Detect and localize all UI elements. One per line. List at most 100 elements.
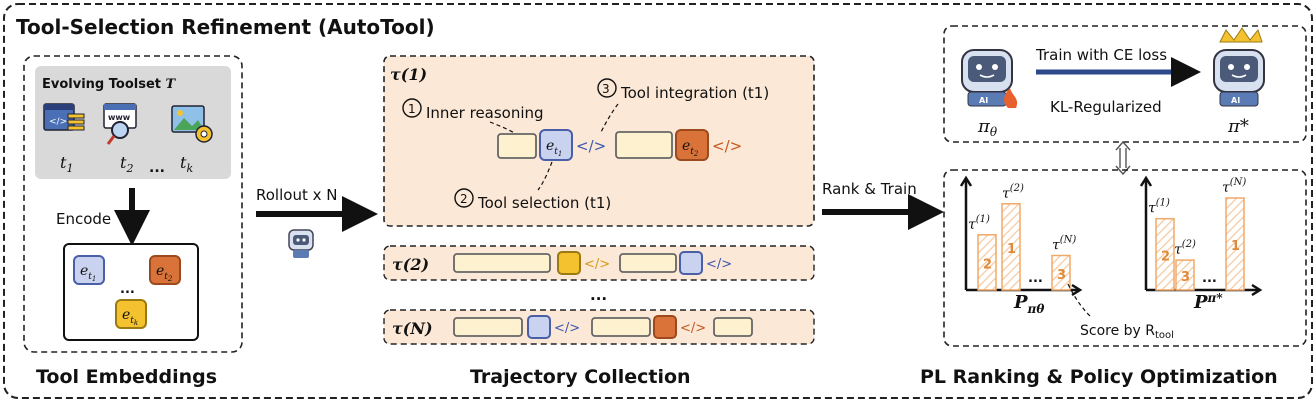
embedding-t1: et1: [73, 255, 105, 285]
embedding-tk: etk: [115, 299, 147, 329]
toolset-label: Evolving Toolset T: [42, 77, 177, 92]
outer-frame: [3, 3, 1313, 399]
policy-star: π*: [1227, 116, 1249, 137]
traj1-tag-1: </>: [576, 137, 606, 155]
tool-tk: tk: [180, 153, 193, 175]
chart1-axis-label: Pπθ: [1013, 292, 1044, 316]
svg-text:2: 2: [460, 192, 468, 206]
chart2-rank-3: 1: [1231, 239, 1240, 254]
svg-text:et2: et2: [156, 263, 173, 283]
step-1-connector: [489, 121, 517, 135]
score-label: Score by Rtool: [1080, 323, 1174, 341]
tool-embeddings-label: Tool Embeddings: [36, 366, 217, 388]
trajectory-collection-label: Trajectory Collection: [470, 366, 691, 388]
chart2-label-3: τ(N): [1222, 177, 1246, 196]
robot-theta-icon: AI: [961, 49, 1018, 108]
step-2-connector: [537, 161, 553, 191]
traj2-block-1: [453, 253, 551, 273]
traj2-tag: </>: [584, 257, 610, 272]
robot-star-icon: AI: [1213, 27, 1265, 107]
tool-embeddings-panel: [23, 55, 243, 353]
trajn-embedding-blue: [527, 315, 551, 339]
svg-text:AI: AI: [979, 96, 988, 105]
chart2-bar-1: [1155, 217, 1175, 291]
trajectory-dots: ...: [590, 286, 607, 304]
svg-text:1: 1: [408, 102, 416, 116]
policy-update-panel: [943, 25, 1307, 143]
image-gear-icon: [171, 105, 213, 143]
main-title: Tool-Selection Refinement (AutoTool): [16, 15, 435, 39]
trajn-block-1: [453, 317, 523, 337]
traj2-embedding-blue: [679, 251, 703, 275]
chart1-x-axis-arrow: [1071, 283, 1083, 297]
chart1-rank-2: 1: [1007, 242, 1016, 257]
chart2-rank-2: 3: [1181, 270, 1190, 285]
trajectory-2-label: τ(2): [392, 255, 429, 274]
ranking-panel: [943, 169, 1307, 347]
traj1-reasoning-block: [497, 133, 537, 159]
chart2-label-1: τ(1): [1148, 198, 1170, 217]
chart1-rank-3: 3: [1057, 268, 1066, 283]
trajectory-n-label: τ(N): [392, 319, 433, 338]
policy-theta: πθ: [977, 116, 998, 139]
small-robot-icon: [288, 229, 314, 258]
svg-text:www: www: [108, 113, 131, 122]
svg-text:et1: et1: [546, 138, 562, 158]
traj2-tag-2: </>: [706, 257, 732, 272]
ranking-chart-policy: 2τ(1)1τ(2)3τ(N)...: [959, 175, 1083, 297]
chart1-label-1: τ(1): [968, 214, 990, 233]
trajn-tag-2: </>: [680, 321, 706, 336]
rank-train-label: Rank & Train: [822, 180, 917, 198]
trajn-tag-1: </>: [554, 321, 580, 336]
encode-label: Encode: [56, 210, 111, 228]
score-connector: [1067, 283, 1091, 317]
svg-text:Inner reasoning: Inner reasoning: [426, 104, 544, 122]
chart1-rank-1: 2: [983, 257, 992, 272]
rollout-label: Rollout x N: [256, 186, 337, 204]
train-ce-label: Train with CE loss: [1035, 46, 1167, 64]
traj1-embedding-t1: et1: [539, 129, 573, 161]
chart2-bar-2: [1175, 259, 1195, 291]
embedding-t2: et2: [149, 255, 181, 285]
traj1-integration-block: [615, 131, 673, 159]
trajectory-1-panel: [383, 55, 815, 227]
chart2-label-2: τ(2): [1174, 239, 1196, 258]
embedding-ellipsis: ...: [120, 282, 135, 297]
web-search-icon: www: [103, 103, 137, 145]
chart2-axis-label: Pπ*: [1193, 291, 1223, 313]
svg-text:AI: AI: [1231, 96, 1240, 105]
trajn-embedding-orange: [653, 315, 677, 339]
chart1-dots: ...: [1028, 271, 1043, 286]
chart1-bar-2: [1001, 203, 1021, 291]
chart1-bar-3: [1051, 254, 1071, 291]
code-window-icon: </>: [43, 103, 85, 131]
traj1-tag-2: </>: [712, 137, 742, 155]
chart1-y-axis-arrow: [959, 175, 973, 187]
traj2-embedding-yellow: [557, 251, 581, 275]
step-3-connector: [599, 103, 619, 135]
svg-text:etk: etk: [122, 307, 138, 327]
ranking-chart-optimal: 2τ(1)3τ(2)1τ(N)...: [1139, 175, 1263, 297]
pl-ranking-label: PL Ranking & Policy Optimization: [920, 366, 1278, 388]
kl-regularized-label: KL-Regularized: [1050, 98, 1162, 116]
step-3-annotation: 3 Tool integration (t1): [597, 78, 769, 102]
chart2-x-axis-arrow: [1251, 283, 1263, 297]
chart2-rank-1: 2: [1161, 249, 1170, 264]
chart2-y-axis-arrow: [1139, 175, 1153, 187]
tool-t2: t2: [120, 153, 133, 175]
svg-text:</>: </>: [49, 117, 67, 127]
svg-text:Tool integration (t1): Tool integration (t1): [620, 84, 769, 102]
svg-text:et2: et2: [682, 138, 699, 158]
svg-text:3: 3: [602, 82, 610, 96]
step-1-annotation: 1 Inner reasoning: [402, 98, 544, 122]
svg-text:et1: et1: [80, 263, 96, 283]
traj1-embedding-t2: et2: [675, 129, 709, 161]
tool-ellipsis: ...: [149, 160, 165, 176]
step-2-annotation: 2 Tool selection (t1): [454, 188, 611, 212]
double-arrow-icon: [1115, 140, 1131, 176]
svg-text:Tool selection (t1): Tool selection (t1): [477, 194, 611, 212]
chart1-bar-1: [977, 234, 997, 291]
chart1-label-2: τ(2): [1002, 183, 1024, 202]
trajn-block-3: [713, 317, 753, 337]
